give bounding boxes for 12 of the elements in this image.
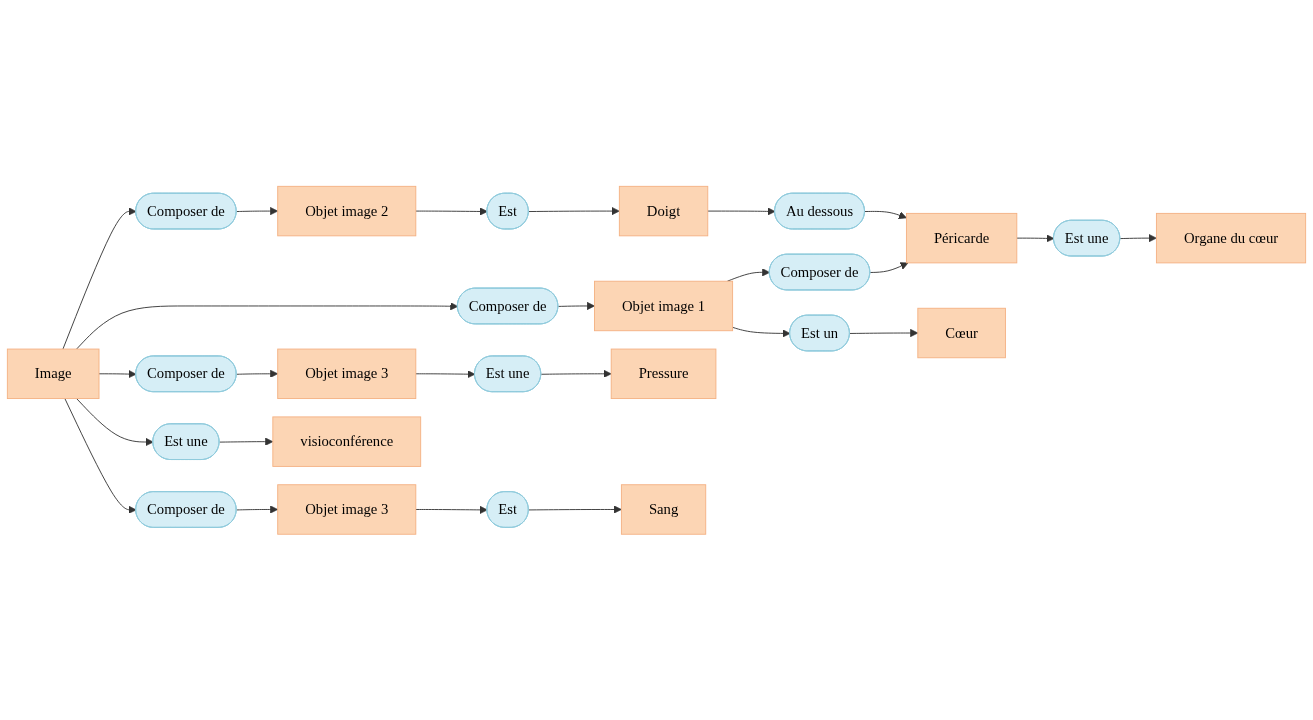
node-box: Image (6, 348, 100, 399)
node-box: Doigt (618, 185, 709, 236)
node-box: Cœur (917, 307, 1006, 358)
node-box: Sang (620, 484, 707, 535)
node-box: Objet image 1 (594, 280, 734, 331)
node-box: Objet image 3 (277, 484, 417, 535)
node-box: Objet image 2 (277, 185, 417, 236)
node-box: Péricarde (905, 212, 1018, 264)
node-box: visioconférence (272, 416, 422, 467)
node-box: Pressure (610, 348, 717, 399)
node-box: Organe du cœur (1155, 212, 1307, 264)
node-box: Objet image 3 (277, 348, 417, 399)
